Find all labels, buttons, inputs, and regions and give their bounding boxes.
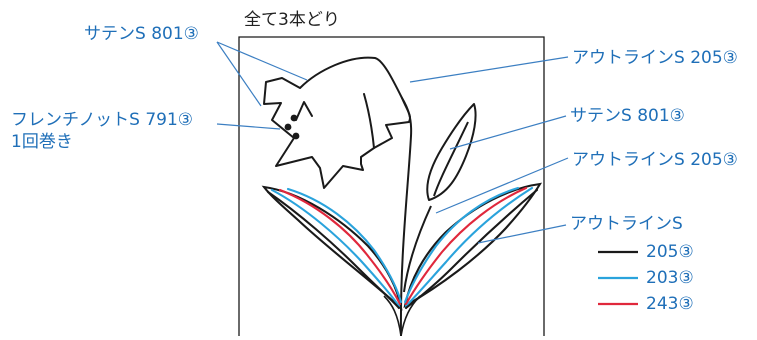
french-knots bbox=[284, 114, 300, 140]
base-stems bbox=[383, 295, 421, 337]
legend-value-205: 205③ bbox=[646, 242, 694, 262]
legend-swatches bbox=[598, 250, 638, 306]
header-note: 全て3本どり bbox=[244, 10, 340, 30]
right-leaf bbox=[403, 182, 543, 310]
flower-head bbox=[263, 56, 412, 189]
bud bbox=[403, 103, 477, 293]
label-outline-leaves: アウトラインS bbox=[570, 214, 683, 234]
label-french-knot-wraps: 1回巻き bbox=[11, 132, 73, 152]
legend-value-243: 243③ bbox=[646, 294, 694, 314]
label-outline-bud-stem: アウトラインS 205③ bbox=[572, 150, 738, 170]
pattern-frame bbox=[238, 36, 545, 336]
main-stem bbox=[399, 97, 413, 337]
label-satin-petals: サテンS 801③ bbox=[84, 24, 199, 44]
label-satin-bud: サテンS 801③ bbox=[570, 106, 685, 126]
legend-value-203: 203③ bbox=[646, 268, 694, 288]
leader-lines bbox=[216, 41, 569, 244]
left-leaf bbox=[261, 185, 403, 311]
label-french-knot: フレンチノットS 791③ bbox=[11, 110, 194, 130]
label-outline-stem: アウトラインS 205③ bbox=[572, 48, 738, 68]
